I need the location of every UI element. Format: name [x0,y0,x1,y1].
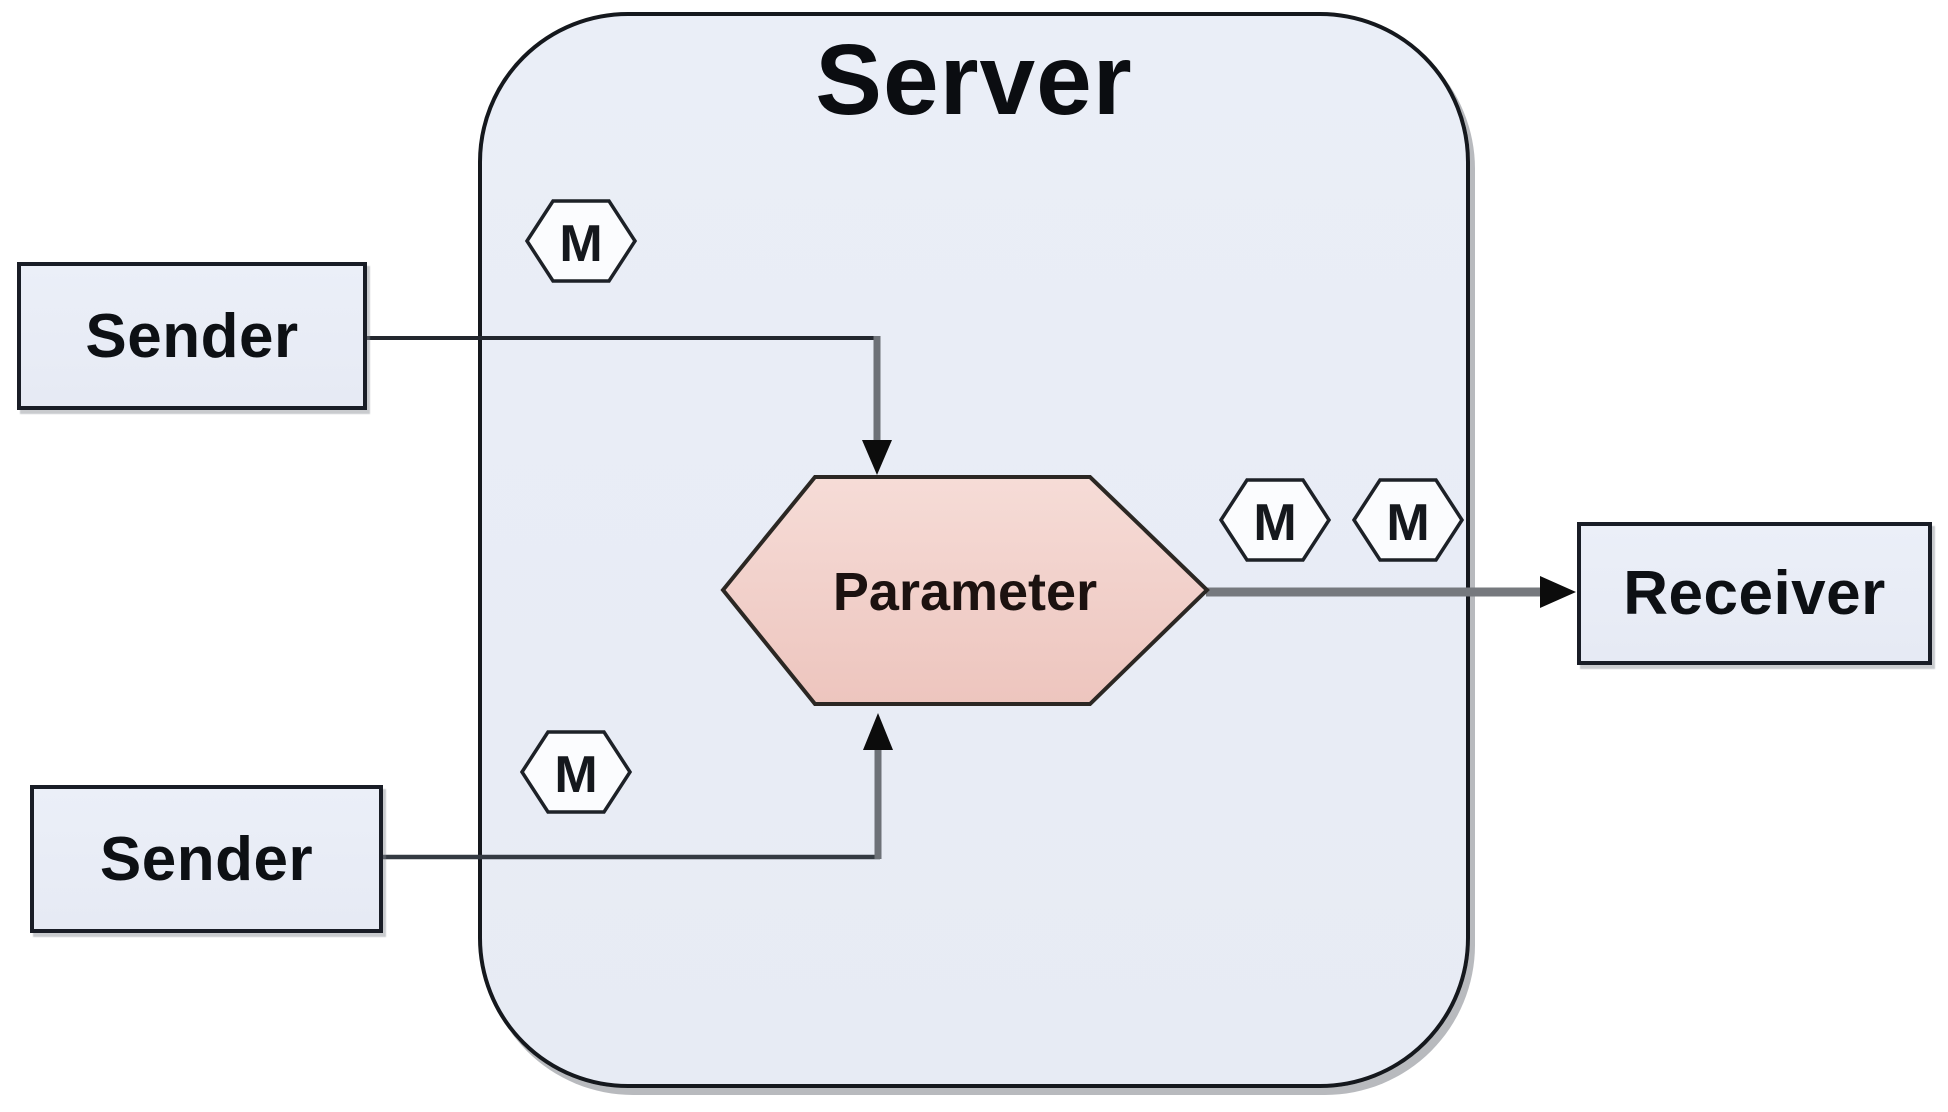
sender-top-node: Sender [17,262,367,410]
parameter-node: Parameter [720,475,1210,706]
marker-hexagon-shape [1351,478,1465,562]
marker-hexagon-shape [524,199,638,283]
parameter-label: Parameter [833,562,1097,622]
marker-label: M [554,746,597,804]
marker-label: M [559,215,602,273]
sender-bottom-label: Sender [99,824,314,894]
sender-bottom-node: Sender [30,785,383,933]
receiver-node: Receiver [1577,522,1932,665]
sender-top-label: Sender [85,301,299,371]
message-marker-icon: M [1218,478,1332,562]
message-marker-icon: M [524,199,638,283]
receiver-label: Receiver [1623,559,1886,628]
marker-label: M [1386,494,1429,552]
marker-hexagon-shape [1218,478,1332,562]
marker-hexagon-shape [519,730,633,814]
message-marker-icon: M [519,730,633,814]
message-marker-icon: M [1351,478,1465,562]
server-title: Server [815,24,1133,136]
marker-label: M [1253,494,1296,552]
arrowhead-right-icon [1540,576,1576,608]
